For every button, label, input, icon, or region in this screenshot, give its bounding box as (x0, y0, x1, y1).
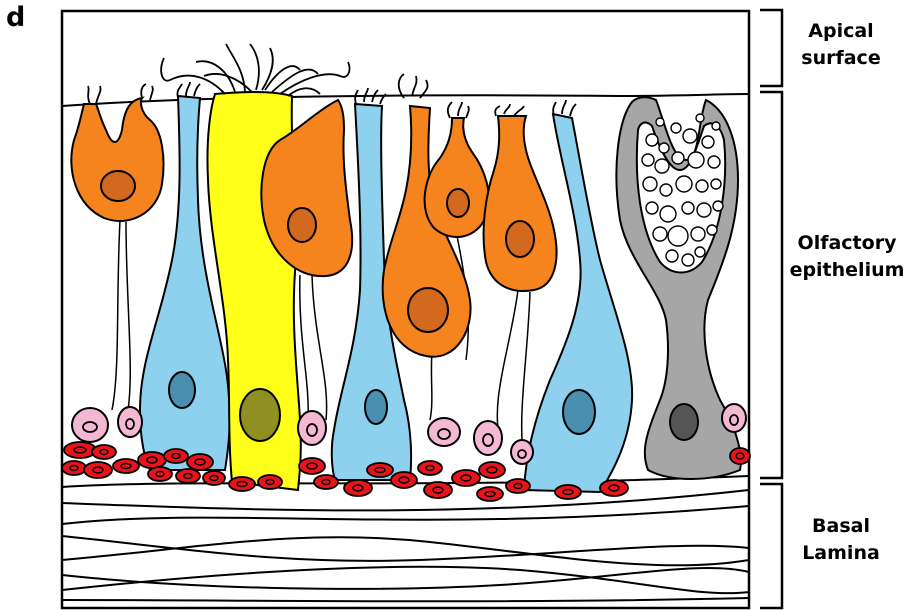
blood-cell (424, 482, 452, 498)
blood-cell (203, 471, 225, 485)
basal-cell (511, 440, 533, 464)
blood-cell (477, 487, 503, 501)
blood-cell (176, 469, 200, 483)
blood-cell (164, 449, 188, 463)
bracket-basal (760, 484, 782, 608)
neuron-nucleus (101, 171, 135, 201)
basal-cell (72, 408, 108, 442)
blood-cell (138, 452, 166, 468)
sustentacular-nucleus (240, 389, 280, 441)
blood-cell (64, 442, 96, 458)
neuron-nucleus (408, 288, 448, 332)
basal-cell (428, 418, 460, 446)
label-line: Basal (786, 513, 896, 540)
supporting-nucleus (365, 390, 387, 424)
label-basal-lamina: Basal Lamina (786, 513, 896, 567)
blood-cell (258, 475, 282, 489)
label-olfactory-epithelium: Olfactory epithelium (784, 230, 910, 284)
blood-cell (600, 480, 628, 496)
label-line: Apical (786, 18, 896, 45)
blood-cell (62, 461, 86, 475)
basal-cell (722, 404, 746, 432)
blood-cell (479, 462, 505, 478)
blood-cell (730, 448, 750, 464)
label-line: surface (786, 45, 896, 72)
supporting-nucleus (563, 390, 595, 434)
blood-cell (148, 467, 172, 481)
blood-cell (229, 477, 255, 491)
blood-cell (391, 472, 417, 488)
blood-cell (506, 479, 530, 493)
supporting-nucleus (169, 372, 195, 408)
blood-cell (418, 461, 442, 475)
label-line: epithelium (784, 257, 910, 284)
basal-cell (118, 407, 142, 437)
blood-cell (555, 485, 581, 499)
blood-cell (314, 475, 338, 489)
bracket-epithelium (760, 92, 782, 478)
label-apical-surface: Apical surface (786, 18, 896, 72)
label-line: Olfactory (784, 230, 910, 257)
blood-cell (84, 462, 112, 478)
blood-cell (113, 459, 139, 473)
gland-nucleus (670, 404, 698, 440)
blood-cell (344, 480, 372, 496)
blood-cell (452, 470, 480, 486)
blood-cell (367, 463, 393, 477)
blood-cell (92, 445, 116, 459)
basal-cell (474, 421, 502, 455)
blood-cell (299, 458, 325, 474)
bracket-apical (760, 10, 782, 86)
basal-cell (298, 411, 326, 445)
label-line: Lamina (786, 540, 896, 567)
neuron-nucleus (447, 189, 469, 217)
neuron-nucleus (506, 221, 534, 257)
neuron-nucleus (288, 208, 316, 242)
region-brackets (760, 10, 782, 608)
blood-cell (187, 454, 213, 470)
